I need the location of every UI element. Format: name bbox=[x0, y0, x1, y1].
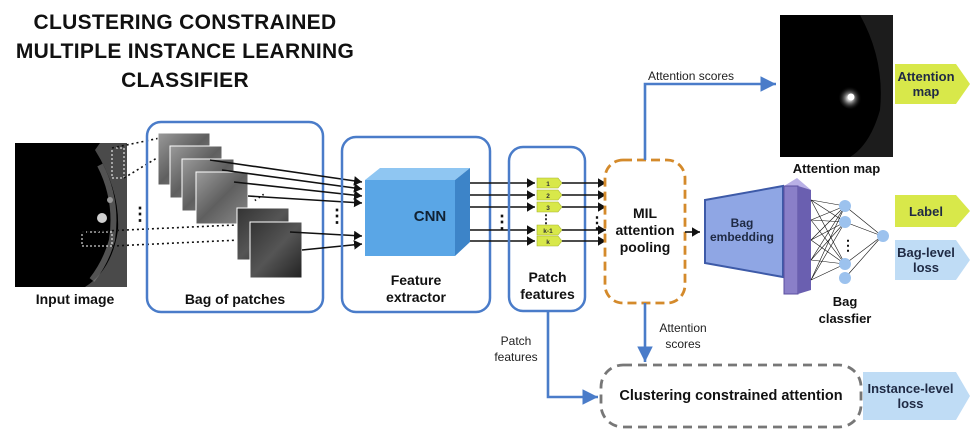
title-line-2: MULTIPLE INSTANCE LEARNING bbox=[15, 40, 355, 63]
patch-features-small-label: Patch features bbox=[488, 333, 544, 365]
feature-extractor-line-1: Feature bbox=[390, 272, 442, 288]
clustering-label: Clustering constrained attention bbox=[619, 388, 843, 404]
output-arrows bbox=[863, 64, 970, 420]
tag-3: 3 bbox=[546, 205, 550, 212]
patch-ellipsis: ⋮ bbox=[328, 206, 346, 226]
patch-features-arrow bbox=[546, 311, 598, 405]
patch-features-line-2: features bbox=[520, 286, 575, 302]
embedding-layer bbox=[783, 178, 811, 295]
tag-k: k bbox=[546, 239, 550, 246]
bag-embedding-block bbox=[704, 184, 784, 279]
attention-map-output-arrow bbox=[895, 64, 970, 104]
attention-map-image bbox=[780, 15, 893, 157]
bag-embedding-line-2: embedding bbox=[709, 230, 774, 244]
bag-of-patches-box bbox=[145, 120, 325, 314]
bag-embedding-line-1: Bag bbox=[730, 216, 754, 230]
attention-scores-mid-label: Attention scores bbox=[648, 320, 718, 352]
tag-2: 2 bbox=[546, 193, 550, 200]
attention-scores-mid-line-1: Attention bbox=[659, 321, 707, 335]
input-image-label: Input image bbox=[35, 291, 115, 307]
bag-embedding-label: Bag embedding bbox=[703, 216, 781, 244]
patch-features-small-line-1: Patch bbox=[500, 334, 532, 348]
feature-extractor-box bbox=[340, 135, 492, 314]
label-output-arrow bbox=[895, 195, 970, 227]
patch-features-label: Patch features bbox=[510, 269, 585, 303]
bag-classifier-line-2: classfier bbox=[818, 311, 872, 326]
bag-loss-output-label: Bag-level loss bbox=[895, 240, 957, 280]
title-line-1: CLUSTERING CONSTRAINED bbox=[33, 11, 337, 34]
title-line-3: CLASSIFIER bbox=[121, 69, 249, 92]
mil-label: MIL attention pooling bbox=[605, 205, 685, 256]
patch-to-cnn-arrows bbox=[209, 159, 363, 251]
tag-1: 1 bbox=[546, 181, 550, 188]
bag-loss-line-1: Bag-level bbox=[897, 245, 955, 260]
bag-of-patches-label: Bag of patches bbox=[184, 291, 286, 307]
feature-extractor-label: Feature extractor bbox=[345, 272, 487, 306]
tag-ellipsis: ⋮ bbox=[540, 212, 552, 226]
instance-loss-line-1: Instance-level bbox=[867, 381, 954, 396]
attention-scores-top-label: Attention scores bbox=[648, 69, 735, 83]
attention-map-label: Attention map bbox=[792, 161, 881, 176]
feature-ellipsis: ⋮ bbox=[493, 212, 511, 232]
bag-classifier-label: Bag classfier bbox=[810, 293, 880, 327]
image-ellipsis: ⋮ bbox=[131, 204, 149, 224]
tag-k-1: k-1 bbox=[543, 228, 553, 235]
cnn-cube bbox=[365, 168, 470, 256]
instance-loss-output-arrow bbox=[863, 372, 970, 420]
patch-features-small-line-2: features bbox=[494, 350, 538, 364]
feature-extractor-line-2: extractor bbox=[386, 289, 446, 305]
mil-line-2: attention bbox=[615, 222, 675, 238]
attention-scores-arrow bbox=[643, 76, 776, 160]
input-image bbox=[15, 143, 127, 287]
features-to-mil-arrows bbox=[562, 178, 606, 246]
instance-loss-line-2: loss bbox=[897, 396, 924, 411]
mil-line-1: MIL bbox=[632, 205, 658, 221]
cnn-label: CNN bbox=[413, 208, 447, 225]
attention-scores-mid-line-2: scores bbox=[665, 337, 701, 351]
mil-ellipsis: ⋮ bbox=[589, 215, 605, 232]
feature-tag-labels: 1 2 3 k-1 k bbox=[543, 181, 553, 246]
clustering-attention-box bbox=[599, 363, 863, 429]
label-output-label: Label bbox=[909, 203, 943, 219]
node-ellipsis: ⋮ bbox=[841, 237, 855, 253]
attention-map-output-line-2: map bbox=[912, 84, 940, 99]
diagram-title: CLUSTERING CONSTRAINED MULTIPLE INSTANCE… bbox=[10, 8, 360, 95]
feature-tags bbox=[536, 177, 563, 247]
bag-loss-output-arrow bbox=[895, 240, 970, 280]
flow-arrows bbox=[546, 76, 776, 405]
instance-loss-output-label: Instance-level loss bbox=[863, 372, 958, 420]
classifier-nodes bbox=[839, 200, 889, 284]
classifier-network bbox=[810, 199, 883, 281]
bag-loss-line-2: loss bbox=[912, 260, 939, 275]
cnn-to-features-arrows bbox=[470, 178, 535, 246]
attention-map-output-label: Attention map bbox=[895, 64, 957, 104]
patch-stack: ⋯ bbox=[157, 132, 303, 279]
attention-map-output-line-1: Attention bbox=[897, 69, 955, 84]
mil-line-3: pooling bbox=[619, 239, 671, 255]
bag-classifier-line-1: Bag bbox=[832, 294, 858, 309]
patch-features-line-1: Patch bbox=[528, 269, 567, 285]
